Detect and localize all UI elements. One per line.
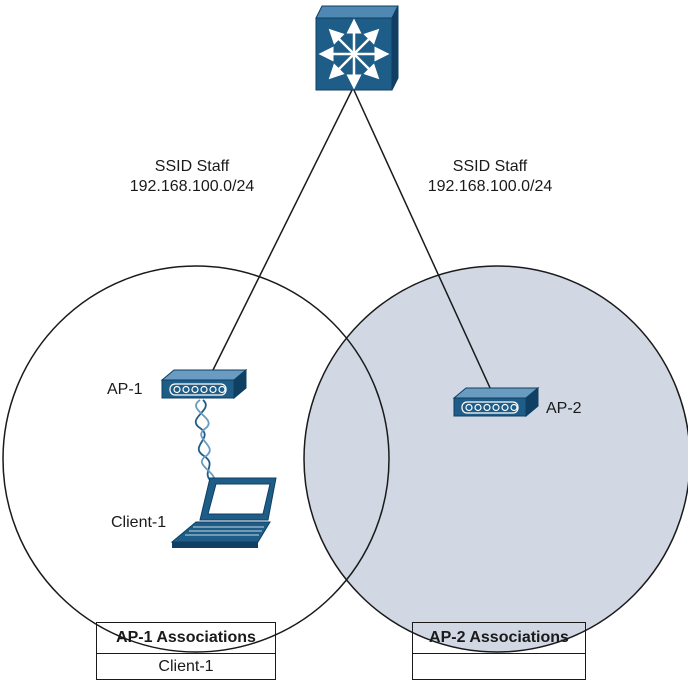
laptop-icon xyxy=(170,477,277,548)
multilayer-switch-icon xyxy=(315,5,399,91)
ap-1-associations-table: AP-1 Associations Client-1 xyxy=(96,622,276,680)
ap-2-associations-header: AP-2 Associations xyxy=(412,622,586,654)
ap-2-subnet-label: 192.168.100.0/24 xyxy=(427,178,553,195)
ap-1-subnet-label: 192.168.100.0/24 xyxy=(129,178,255,195)
client-1-label: Client-1 xyxy=(111,514,167,531)
ap-1-ssid-label: SSID Staff xyxy=(154,158,230,175)
ap-2-association-row xyxy=(412,653,586,680)
wireless-link xyxy=(194,399,216,483)
ap-2-associations-table: AP-2 Associations xyxy=(412,622,586,680)
ap-1-association-row: Client-1 xyxy=(96,653,276,680)
ap-1-label: AP-1 xyxy=(107,381,143,398)
ap-2-ssid-label: SSID Staff xyxy=(452,158,528,175)
access-point-2-icon xyxy=(452,386,540,418)
ap-2-label: AP-2 xyxy=(546,400,582,417)
access-point-1-icon xyxy=(160,368,248,400)
ap-1-uplink xyxy=(211,87,354,373)
ap-2-coverage-cell xyxy=(303,265,688,653)
ap-1-associations-header: AP-1 Associations xyxy=(96,622,276,654)
ap-2-uplink xyxy=(352,87,492,391)
